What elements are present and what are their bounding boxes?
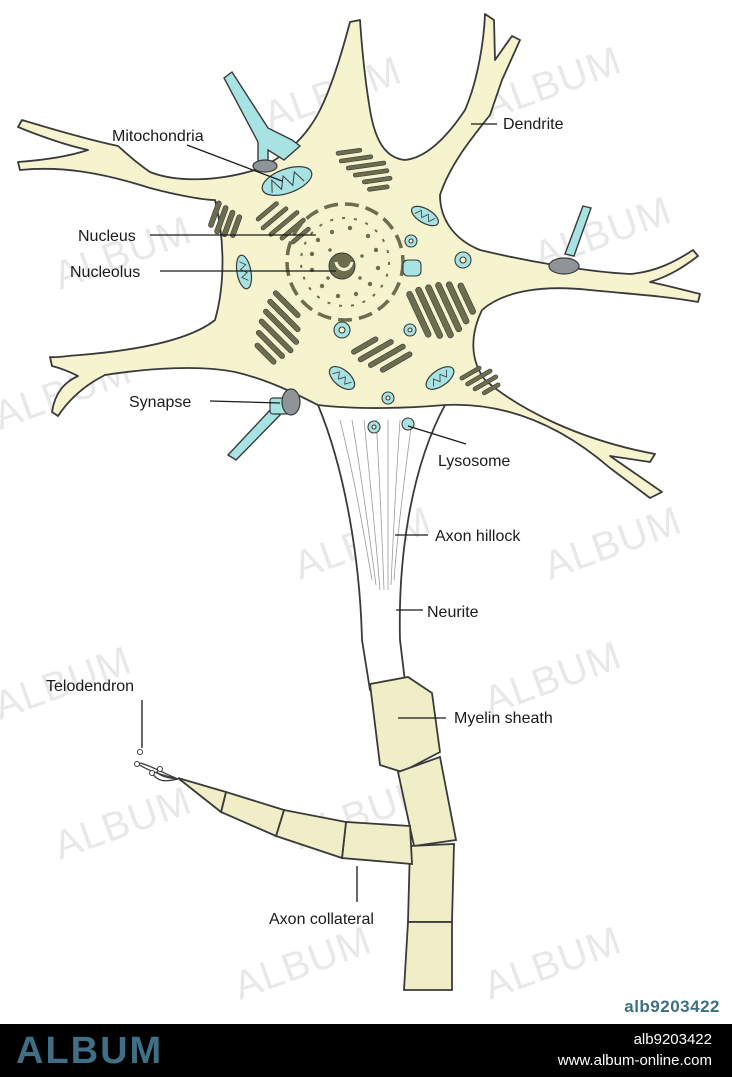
mitochondrion <box>261 166 313 196</box>
label-nucleus: Nucleus <box>78 228 136 245</box>
footer-bar: ALBUM alb9203422 www.album-online.com <box>0 1024 732 1077</box>
chromatin-dots <box>309 225 381 299</box>
mitochondria <box>235 166 455 391</box>
axon <box>134 404 458 991</box>
label-mitochondria: Mitochondria <box>112 128 204 145</box>
synapse-terminal <box>223 70 302 173</box>
organelle-cluster <box>208 200 243 238</box>
neuron-diagram: ALBUM ALBUM ALBUM ALBUM ALBUM ALBUM ALBU… <box>0 13 701 1008</box>
nucleus <box>285 202 405 322</box>
label-lysosome: Lysosome <box>438 453 510 470</box>
label-nucleolus: Nucleolus <box>70 264 140 281</box>
mitochondrion <box>425 366 455 390</box>
lysosome <box>404 234 418 248</box>
labels: Mitochondria Dendrite Nucleus Nucleolus … <box>46 116 564 928</box>
label-axon-hillock: Axon hillock <box>435 528 521 545</box>
axon-hillock-striations <box>339 419 413 591</box>
synaptic-terminals <box>223 70 592 461</box>
mitochondrion <box>410 205 440 227</box>
footer-stock-id: alb9203422 <box>633 1031 712 1048</box>
lysosome <box>381 391 395 405</box>
lysosome <box>403 323 417 337</box>
organelle-cluster <box>459 365 501 396</box>
label-neurite: Neurite <box>427 604 479 621</box>
cell-body <box>17 13 701 499</box>
leader-lines <box>141 123 497 902</box>
lysosomes <box>333 234 472 434</box>
organelle-cluster <box>254 290 301 365</box>
label-myelin-sheath: Myelin sheath <box>454 710 553 727</box>
label-telodendron: Telodendron <box>46 678 134 695</box>
watermark: ALBUM <box>48 778 197 868</box>
nucleolus <box>328 252 356 280</box>
lysosome <box>454 251 472 269</box>
myelin-sheath-main <box>369 676 458 991</box>
label-axon-collateral: Axon collateral <box>269 911 374 928</box>
organelle-cluster <box>335 147 393 192</box>
leader-synapse <box>209 400 281 404</box>
lysosome <box>367 420 381 434</box>
leader-lysosome <box>407 425 467 445</box>
telodendron-terminals <box>134 749 163 776</box>
watermark: ALBUM <box>228 918 377 1008</box>
lysosome <box>401 417 415 431</box>
lysosome <box>402 259 422 277</box>
label-dendrite: Dendrite <box>503 116 564 133</box>
footer-url-link[interactable]: www.album-online.com <box>557 1052 712 1069</box>
leader-mitochondria <box>186 144 283 182</box>
watermark: ALBUM <box>48 208 197 298</box>
telodendron-branches <box>137 762 179 782</box>
label-synapse: Synapse <box>129 394 191 411</box>
synapse-terminal <box>226 388 301 461</box>
lysosome <box>333 321 351 339</box>
mitochondrion <box>328 365 356 391</box>
organelle-cluster <box>351 336 413 373</box>
watermark: ALBUM <box>478 918 627 1008</box>
album-logo[interactable]: ALBUM <box>16 1030 164 1072</box>
organelle-cluster <box>406 281 476 339</box>
nissl-bodies <box>208 147 501 396</box>
myelin-sheath-collateral <box>177 777 413 865</box>
watermark: ALBUM <box>538 498 687 588</box>
synapse-terminal <box>548 205 592 275</box>
stock-id-watermark: alb9203422 <box>624 997 720 1016</box>
